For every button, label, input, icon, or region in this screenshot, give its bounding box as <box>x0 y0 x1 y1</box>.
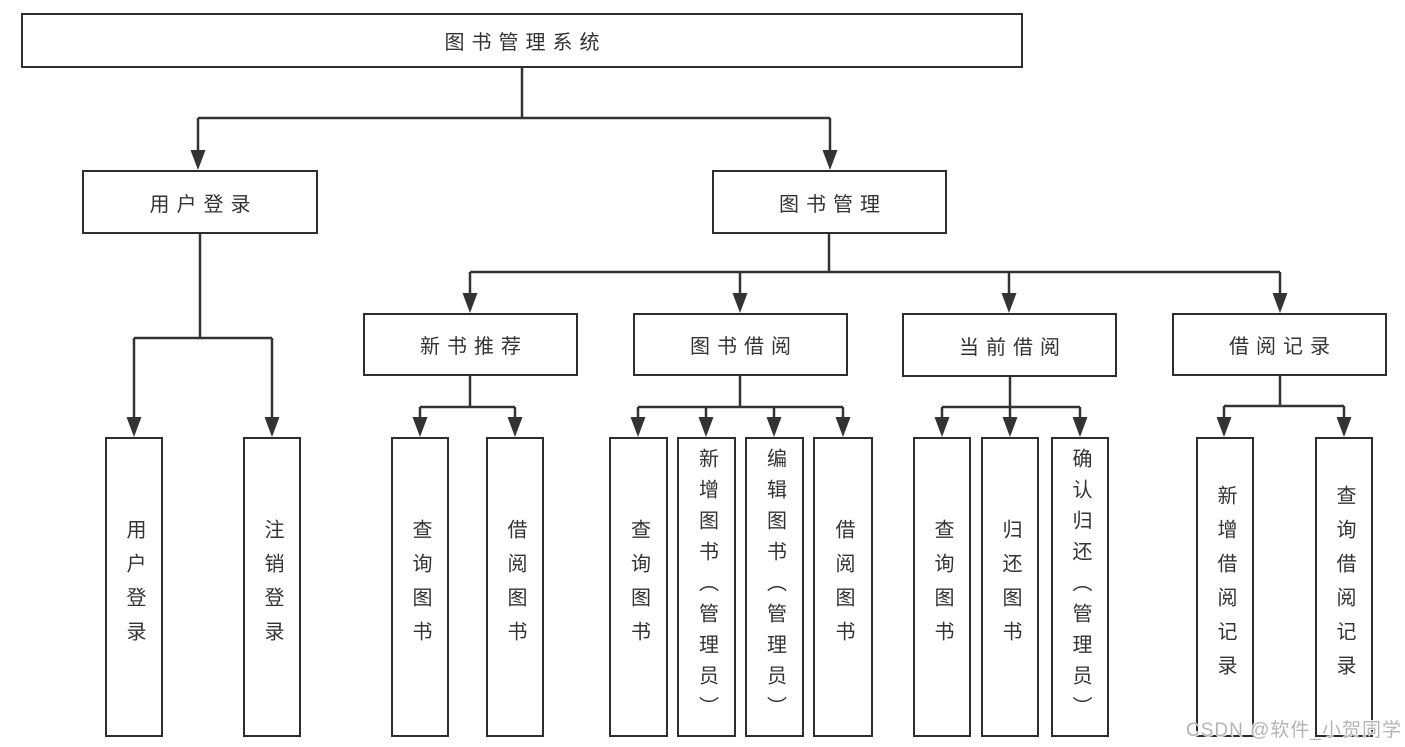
leaf-add-books-admin: 新增图书（管理员） <box>677 437 736 737</box>
node-book-management: 图书管理 <box>712 170 947 234</box>
leaf-confirm-return-admin: 确认归还（管理员） <box>1051 437 1109 737</box>
leaf-label: 注销登录 <box>261 519 283 655</box>
leaf-borrow-books-2: 借阅图书 <box>813 437 873 737</box>
leaf-return-books: 归还图书 <box>981 437 1039 737</box>
leaf-label: 查询图书 <box>627 519 650 655</box>
node-user-login: 用户登录 <box>82 170 318 234</box>
leaf-label: 归还图书 <box>999 519 1021 655</box>
leaf-label: 查询图书 <box>931 519 953 655</box>
leaf-query-books-1: 查询图书 <box>391 437 449 737</box>
leaf-user-login: 用户登录 <box>105 437 163 737</box>
leaf-label: 借阅图书 <box>504 519 526 655</box>
node-new-book-recommend: 新书推荐 <box>363 313 578 376</box>
node-current-borrow: 当前借阅 <box>902 313 1117 377</box>
leaf-query-books-2: 查询图书 <box>609 437 668 737</box>
leaf-label: 新增图书（管理员） <box>695 447 718 727</box>
leaf-label: 借阅图书 <box>832 519 854 655</box>
node-book-borrow: 图书借阅 <box>633 313 848 376</box>
leaf-edit-books-admin: 编辑图书（管理员） <box>745 437 804 737</box>
node-root-system: 图书管理系统 <box>21 13 1023 68</box>
leaf-label: 确认归还（管理员） <box>1069 447 1091 727</box>
leaf-logout: 注销登录 <box>243 437 301 737</box>
leaf-label: 查询借阅记录 <box>1333 485 1355 689</box>
leaf-query-books-3: 查询图书 <box>913 437 971 737</box>
leaf-label: 用户登录 <box>123 519 145 655</box>
leaf-borrow-books-1: 借阅图书 <box>486 437 544 737</box>
leaf-query-borrow-record: 查询借阅记录 <box>1315 437 1373 737</box>
leaf-label: 编辑图书（管理员） <box>763 447 786 727</box>
leaf-add-borrow-record: 新增借阅记录 <box>1196 437 1254 737</box>
node-borrow-records: 借阅记录 <box>1172 313 1387 376</box>
csdn-watermark: CSDN @软件_小贺同学 <box>1186 720 1402 741</box>
leaf-label: 新增借阅记录 <box>1214 485 1236 689</box>
leaf-label: 查询图书 <box>409 519 431 655</box>
